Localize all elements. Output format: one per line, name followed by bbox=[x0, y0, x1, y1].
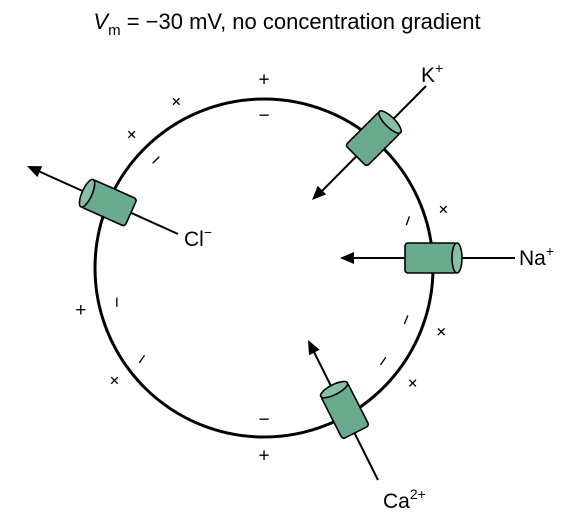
inside-charge-6: − bbox=[395, 311, 419, 329]
outside-charge-4: + bbox=[103, 370, 126, 393]
outside-charge-6: + bbox=[429, 321, 452, 344]
sodium-channel-end bbox=[451, 242, 463, 274]
outside-charge-8: + bbox=[258, 446, 269, 467]
sodium-charge: + bbox=[546, 243, 554, 259]
calcium-symbol: Ca bbox=[383, 490, 410, 513]
potassium-label: K+ bbox=[421, 60, 443, 87]
chloride-arrow-head bbox=[27, 166, 43, 178]
inside-charge-7: − bbox=[372, 351, 396, 372]
inside-charge-3: − bbox=[105, 297, 126, 308]
calcium-channel bbox=[319, 380, 370, 439]
sodium-channel-body bbox=[404, 242, 458, 274]
inside-charge-0: − bbox=[258, 106, 269, 127]
sodium-symbol: Na bbox=[519, 247, 546, 270]
calcium-arrow-head bbox=[308, 340, 320, 356]
title-variable: V bbox=[93, 9, 110, 34]
potassium-charge: + bbox=[435, 60, 443, 76]
calcium-charge: 2+ bbox=[410, 486, 426, 502]
inside-charge-5: − bbox=[397, 212, 421, 230]
outside-charge-2: + bbox=[120, 124, 143, 147]
potassium-flux: K+ bbox=[312, 60, 443, 200]
outside-charge-5: + bbox=[431, 199, 454, 222]
chloride-symbol: Cl bbox=[184, 228, 204, 251]
calcium-channel-end bbox=[319, 380, 349, 399]
inside-charge-4: − bbox=[131, 349, 155, 370]
inside-charge-8: − bbox=[258, 410, 269, 431]
outside-charge-0: + bbox=[258, 70, 269, 91]
chloride-label: Cl− bbox=[184, 224, 212, 251]
sodium-channel bbox=[404, 242, 463, 274]
chloride-channel bbox=[78, 178, 137, 227]
outside-charge-3: + bbox=[75, 300, 86, 321]
sodium-label: Na+ bbox=[519, 243, 554, 270]
potassium-symbol: K bbox=[421, 64, 435, 87]
potassium-arrow-head bbox=[312, 185, 327, 200]
title-variable-subscript: m bbox=[108, 22, 121, 39]
outside-charge-7: + bbox=[401, 372, 424, 395]
chloride-flux: Cl− bbox=[27, 166, 212, 251]
outside-charge-1: + bbox=[164, 91, 187, 114]
potassium-channel-end bbox=[377, 110, 402, 135]
chloride-channel-end bbox=[78, 178, 96, 208]
calcium-flux: Ca2+ bbox=[308, 340, 426, 513]
inside-charge-2: − bbox=[145, 149, 168, 172]
sodium-arrow-head bbox=[340, 252, 354, 264]
potassium-channel bbox=[345, 110, 402, 167]
title-rest: = −30 mV, no concentration gradient bbox=[121, 9, 481, 34]
sodium-flux: Na+ bbox=[340, 242, 554, 274]
calcium-label: Ca2+ bbox=[383, 486, 426, 513]
chloride-charge: − bbox=[204, 224, 212, 240]
diagram-title: Vm = −30 mV, no concentration gradient bbox=[93, 9, 480, 39]
